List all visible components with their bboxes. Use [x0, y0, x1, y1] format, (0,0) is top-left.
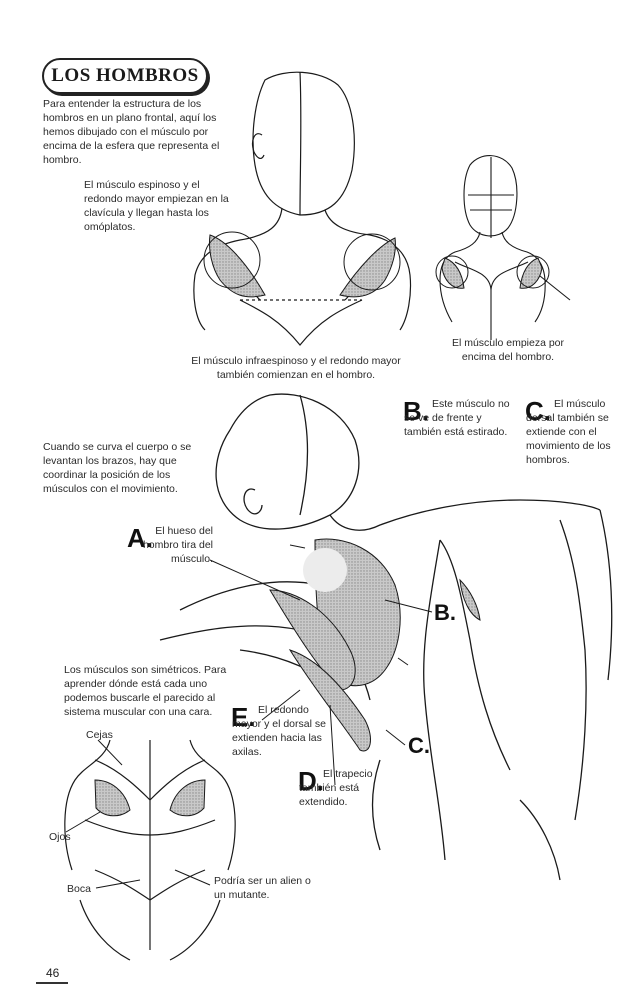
caption-espinoso: El músculo espinoso y el redondo mayor e…	[84, 179, 229, 233]
label-boca: Boca	[67, 883, 91, 895]
page-number-rule	[36, 982, 68, 984]
note-d-letter: D.	[298, 766, 324, 796]
twisting-torso-figure	[159, 393, 613, 881]
front-view-figure	[439, 155, 571, 340]
caption-alien: Podría ser un alien o un mutante.	[214, 875, 311, 901]
page-number: 46	[46, 966, 60, 980]
note-b-text: Este músculo no se ve de frente y tambié…	[404, 398, 510, 438]
caption-infraespinoso: El músculo infraespinoso y el redondo ma…	[191, 355, 401, 381]
note-a-text: El hueso del hombro tira del músculo.	[142, 525, 213, 565]
note-e-text: El redondo mayor y el dorsal se extiende…	[232, 704, 326, 758]
caption-empieza: El músculo empieza por encima del hombro…	[451, 337, 565, 363]
caption-simetricos: Los músculos son simétricos. Para aprend…	[64, 664, 227, 718]
intro-text: Para entender la estructura de los hombr…	[43, 98, 220, 166]
note-c-text: El músculo dorsal también se extiende co…	[526, 398, 611, 466]
figure-label-b: B.	[434, 600, 456, 625]
note-c-letter: C.	[525, 396, 551, 426]
page-title-text: LOS HOMBROS	[51, 65, 199, 86]
face-pointer-lines	[65, 739, 211, 889]
label-ojos: Ojos	[49, 831, 71, 843]
label-cejas: Cejas	[86, 729, 113, 741]
note-e-letter: E.	[231, 702, 256, 732]
pointer-lines	[209, 544, 433, 786]
note-a-letter: A.	[127, 523, 153, 553]
figure-label-c: C.	[408, 733, 430, 758]
page-title: LOS HOMBROS	[42, 58, 208, 94]
note-d-text: El trapecio también está extendido.	[299, 768, 373, 808]
face-back-figure	[64, 739, 236, 961]
caption-curva: Cuando se curva el cuerpo o se levantan …	[43, 441, 192, 495]
note-b-letter: B.	[403, 396, 429, 426]
